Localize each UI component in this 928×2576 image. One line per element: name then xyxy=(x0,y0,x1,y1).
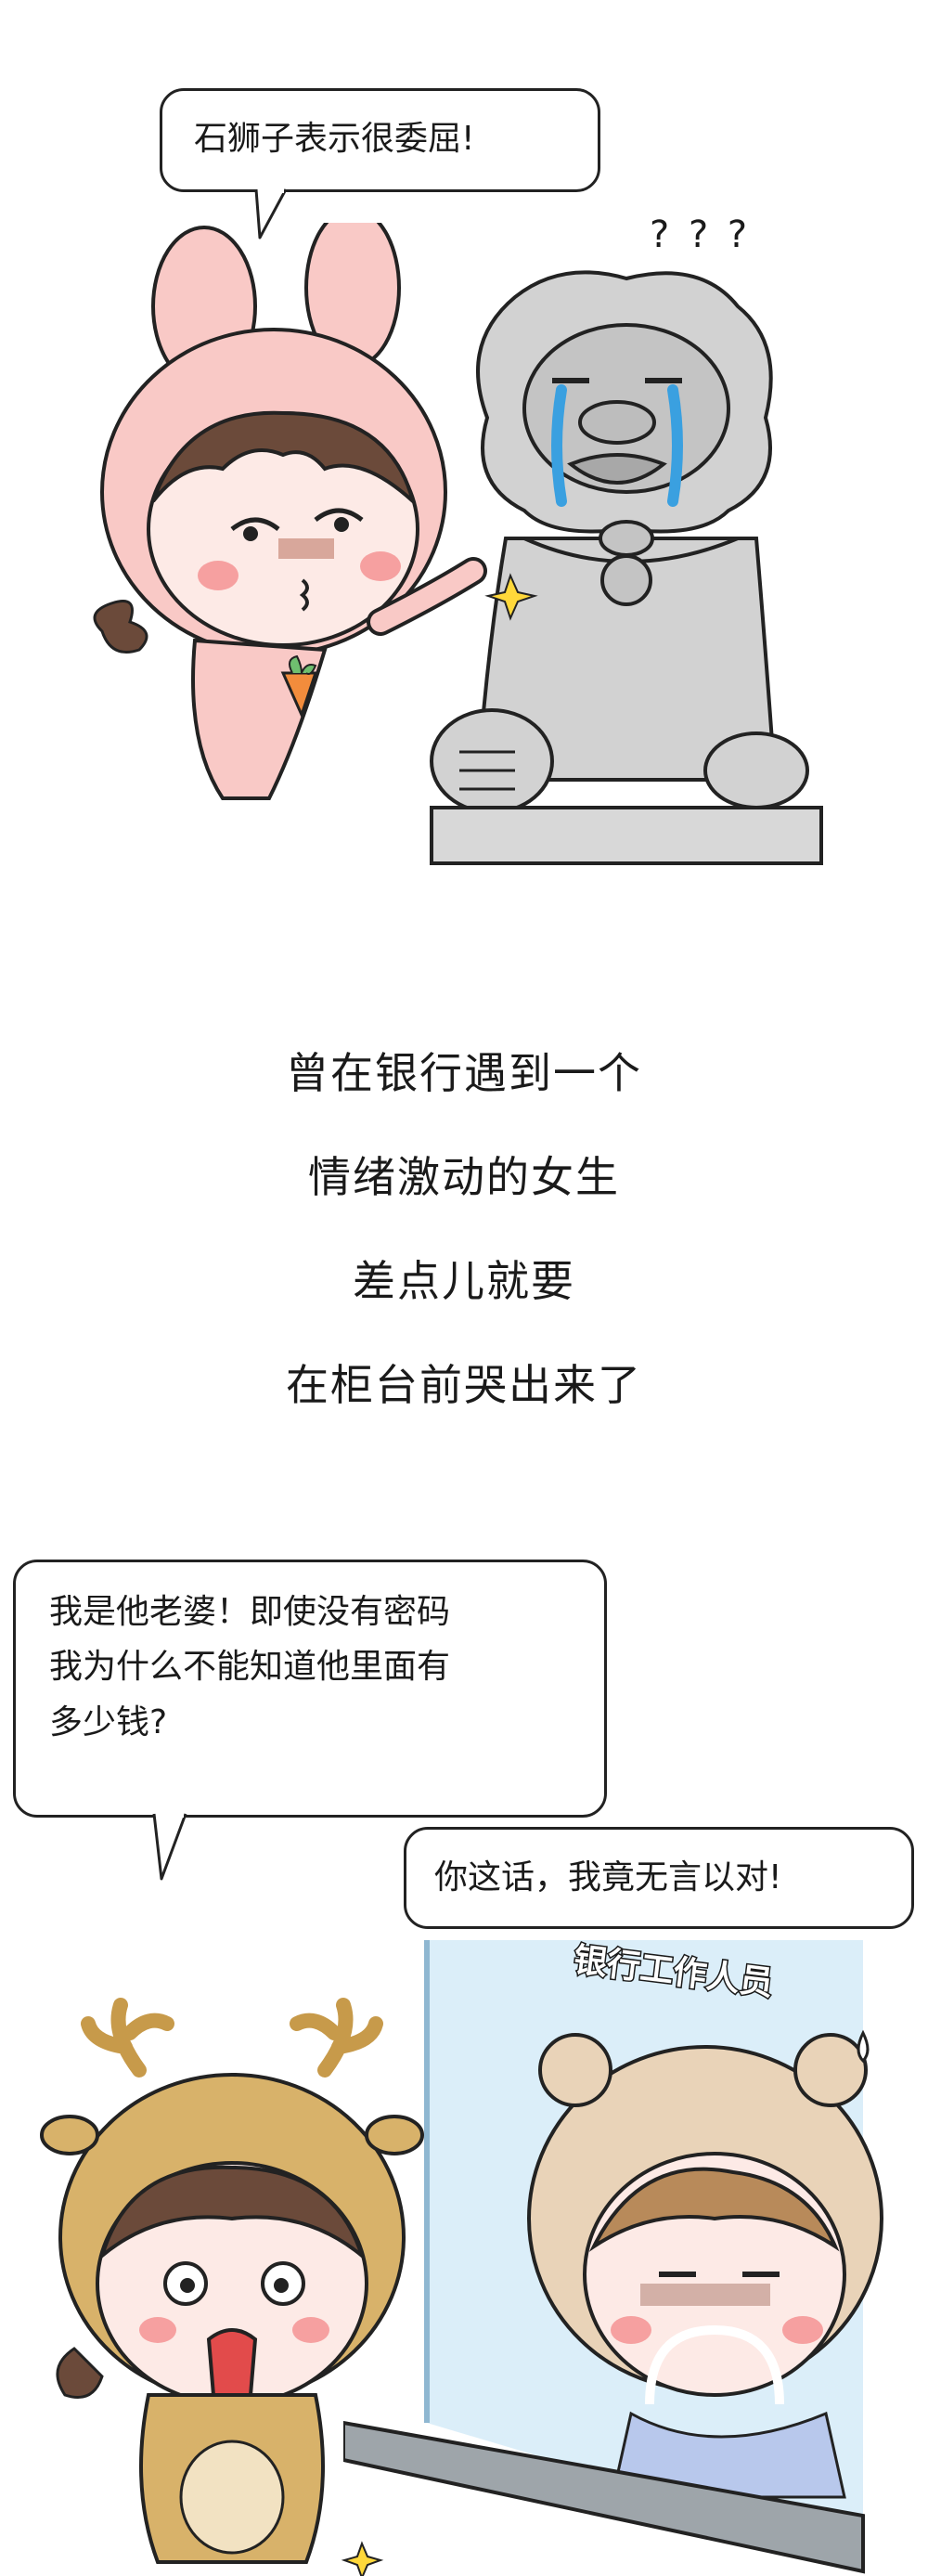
deer-costume-girl-illustration xyxy=(40,1998,424,2576)
speech-bubble-lion: 石狮子表示很委屈! xyxy=(160,88,600,192)
bank-teller-window-illustration xyxy=(343,1940,883,2574)
customer-line-2: 我为什么不能知道他里面有 xyxy=(49,1648,451,1687)
speech-bubble-tail xyxy=(254,188,288,239)
clerk-bubble-text: 你这话，我竟无言以对! xyxy=(434,1858,782,1896)
caption-line-4: 在柜台前哭出来了 xyxy=(286,1360,642,1410)
speech-bubble-text: 石狮子表示很委屈! xyxy=(194,120,475,158)
speech-bubble-customer: 我是他老婆！即使没有密码 我为什么不能知道他里面有 多少钱? xyxy=(13,1560,607,1818)
speech-bubble-clerk: 你这话，我竟无言以对! xyxy=(404,1827,914,1929)
speech-bubble-tail xyxy=(152,1812,187,1881)
caption-line-2: 情绪激动的女生 xyxy=(308,1152,620,1202)
pink-bunny-girl-illustration xyxy=(93,223,487,800)
lion-marks: ? ? ? xyxy=(650,214,751,256)
question-marks: ? ? ? xyxy=(650,214,752,256)
stone-lion-statue-illustration xyxy=(430,270,823,865)
caption-line-1: 曾在银行遇到一个 xyxy=(286,1048,642,1098)
customer-line-1: 我是他老婆！即使没有密码 xyxy=(49,1593,451,1631)
caption-line-3: 差点儿就要 xyxy=(353,1256,575,1306)
customer-line-3: 多少钱? xyxy=(49,1702,168,1741)
